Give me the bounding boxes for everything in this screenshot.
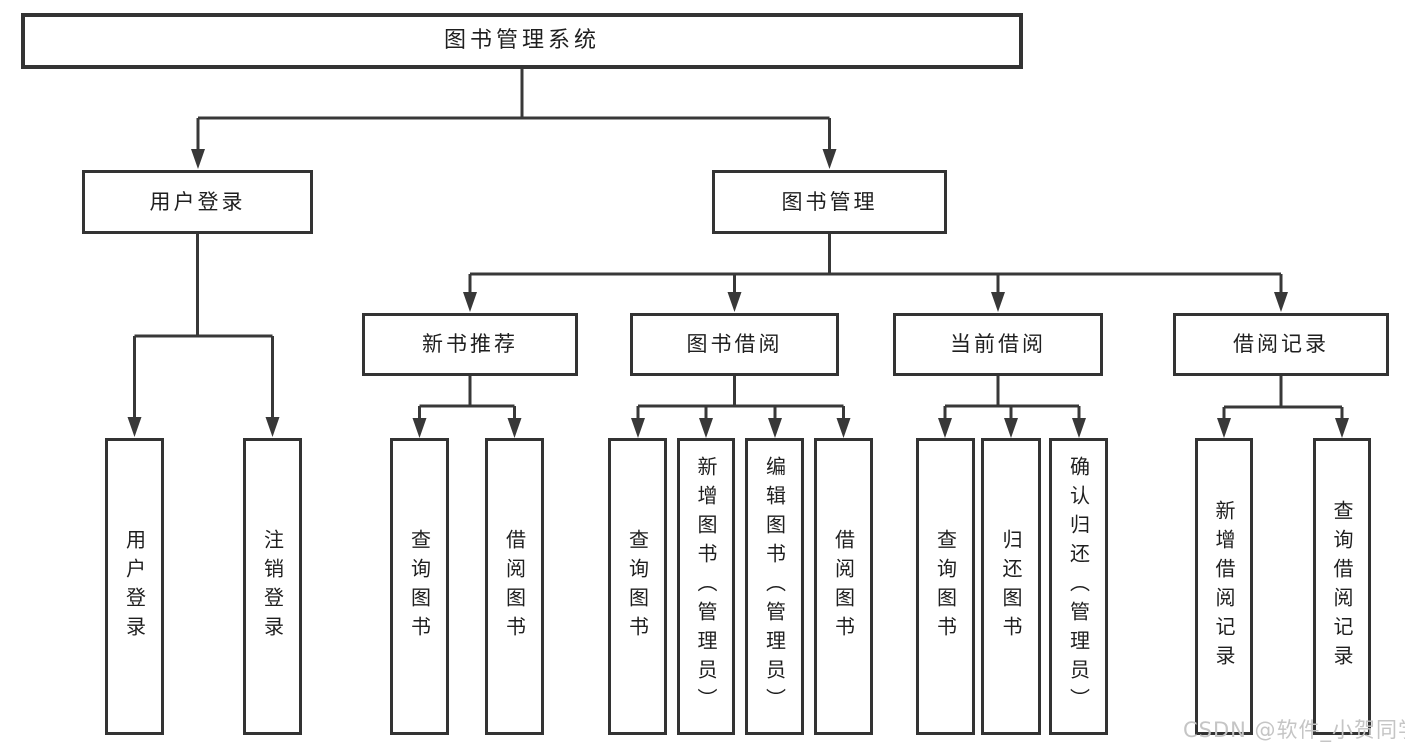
leaf-edit-book-admin: 编辑图书（管理员）	[745, 438, 804, 735]
node-label: 新增借阅记录	[1212, 499, 1236, 674]
leaf-borrow-book-1: 借阅图书	[485, 438, 544, 735]
node-label: 查询图书	[933, 528, 958, 645]
connector-new-book-split	[418, 376, 516, 421]
node-label: 注销登录	[260, 528, 285, 645]
leaf-user-login: 用户登录	[105, 438, 164, 735]
connector-user-login-split	[133, 234, 274, 420]
node-label: 当前借阅	[950, 332, 1046, 356]
node-label: 查询图书	[625, 528, 650, 645]
node-label: 确认归还（管理员）	[1066, 456, 1091, 717]
node-borrow-records: 借阅记录	[1173, 313, 1389, 376]
node-label: 借阅记录	[1233, 332, 1329, 356]
leaf-logout: 注销登录	[243, 438, 302, 735]
node-label: 借阅图书	[502, 528, 527, 645]
node-user-login: 用户登录	[82, 170, 313, 234]
node-new-book-recommend: 新书推荐	[362, 313, 578, 376]
node-label: 用户登录	[122, 528, 147, 645]
leaf-query-book-2: 查询图书	[608, 438, 667, 735]
node-root-library-system: 图书管理系统	[21, 13, 1023, 69]
node-label: 编辑图书（管理员）	[762, 456, 787, 717]
leaf-query-book-1: 查询图书	[390, 438, 449, 735]
node-label: 查询借阅记录	[1330, 499, 1354, 674]
arrowheads	[127, 149, 1349, 438]
node-label: 图书管理系统	[443, 28, 600, 53]
csdn-watermark: CSDN @软件_小贺同学	[1183, 718, 1405, 742]
node-current-borrow: 当前借阅	[893, 313, 1103, 376]
leaf-add-book-admin: 新增图书（管理员）	[677, 438, 735, 735]
leaf-query-borrow-record: 查询借阅记录	[1313, 438, 1371, 735]
leaf-add-borrow-record: 新增借阅记录	[1195, 438, 1253, 735]
node-book-borrow: 图书借阅	[630, 313, 839, 376]
leaf-query-book-3: 查询图书	[916, 438, 975, 735]
connector-root-to-level2	[196, 69, 831, 152]
connector-borrow-record-split	[1222, 376, 1344, 421]
connector-book-mgmt-split	[468, 234, 1283, 295]
node-label: 用户登录	[149, 189, 246, 214]
node-label: 查询图书	[407, 528, 432, 645]
leaf-return-book: 归还图书	[981, 438, 1041, 735]
node-book-management: 图书管理	[712, 170, 947, 234]
node-label: 图书借阅	[686, 332, 783, 356]
node-label: 借阅图书	[831, 528, 856, 645]
node-label: 新增图书（管理员）	[694, 456, 718, 717]
connector-current-borrow-split	[943, 376, 1081, 421]
leaf-borrow-book-2: 借阅图书	[814, 438, 873, 735]
connector-book-borrow-split	[636, 376, 845, 421]
node-label: 归还图书	[999, 528, 1023, 645]
leaf-confirm-return-admin: 确认归还（管理员）	[1049, 438, 1108, 735]
node-label: 新书推荐	[422, 332, 518, 356]
node-label: 图书管理	[781, 189, 878, 214]
